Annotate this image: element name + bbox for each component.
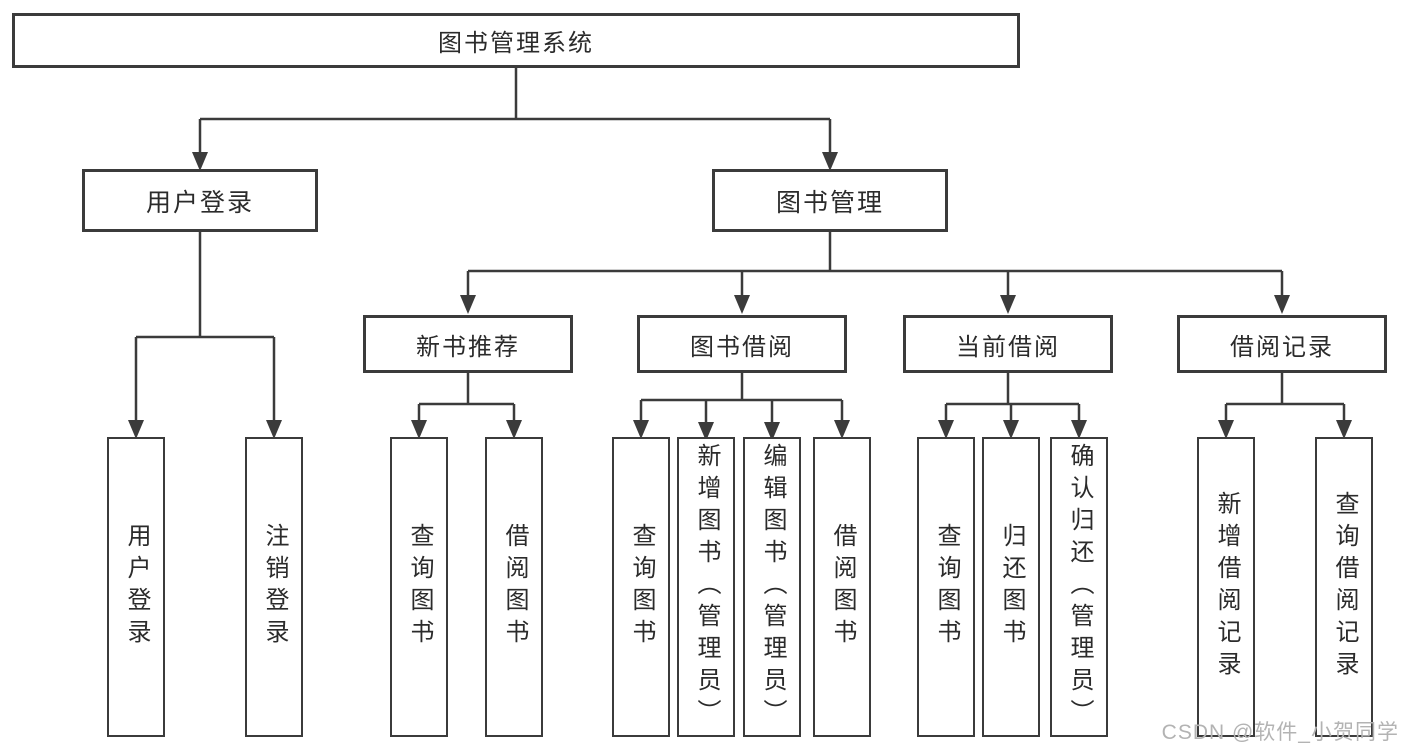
leaf-query-books-recommend: 查询图书: [390, 437, 448, 737]
leaf-label: 查询图书: [628, 523, 655, 651]
leaf-label: 新增图书（管理员）: [693, 443, 720, 731]
node-borrow-records: 借阅记录: [1177, 315, 1387, 373]
leaf-label: 借阅图书: [501, 523, 528, 651]
leaf-label: 确认归还（管理员）: [1066, 443, 1093, 731]
leaf-logout: 注销登录: [245, 437, 303, 737]
leaf-label: 注销登录: [261, 523, 288, 651]
leaf-user-login: 用户登录: [107, 437, 165, 737]
arrowheads: [128, 152, 1352, 441]
leaf-borrow-books: 借阅图书: [813, 437, 871, 737]
node-library-system-root: 图书管理系统: [12, 13, 1020, 68]
leaf-query-books-borrow: 查询图书: [612, 437, 670, 737]
leaf-label: 编辑图书（管理员）: [759, 443, 786, 731]
leaf-add-books-admin: 新增图书（管理员）: [677, 437, 735, 737]
leaf-borrow-books-recommend: 借阅图书: [485, 437, 543, 737]
leaf-return-books: 归还图书: [982, 437, 1040, 737]
leaf-label: 查询图书: [406, 523, 433, 651]
node-book-management-branch: 图书管理: [712, 169, 948, 232]
connector-lines: [134, 68, 1346, 423]
leaf-query-borrow-record: 查询借阅记录: [1315, 437, 1373, 737]
leaf-label: 归还图书: [998, 523, 1025, 651]
leaf-label: 用户登录: [123, 523, 150, 651]
leaf-label: 借阅图书: [829, 523, 856, 651]
leaf-query-books-current: 查询图书: [917, 437, 975, 737]
leaf-edit-books-admin: 编辑图书（管理员）: [743, 437, 801, 737]
leaf-add-borrow-record: 新增借阅记录: [1197, 437, 1255, 737]
node-current-borrow: 当前借阅: [903, 315, 1113, 373]
leaf-label: 查询借阅记录: [1331, 491, 1358, 683]
node-book-borrow: 图书借阅: [637, 315, 847, 373]
node-user-login-branch: 用户登录: [82, 169, 318, 232]
leaf-label: 新增借阅记录: [1213, 491, 1240, 683]
node-new-book-recommend: 新书推荐: [363, 315, 573, 373]
leaf-label: 查询图书: [933, 523, 960, 651]
csdn-watermark: CSDN @软件_小贺同学: [1161, 721, 1399, 744]
leaf-confirm-return-admin: 确认归还（管理员）: [1050, 437, 1108, 737]
